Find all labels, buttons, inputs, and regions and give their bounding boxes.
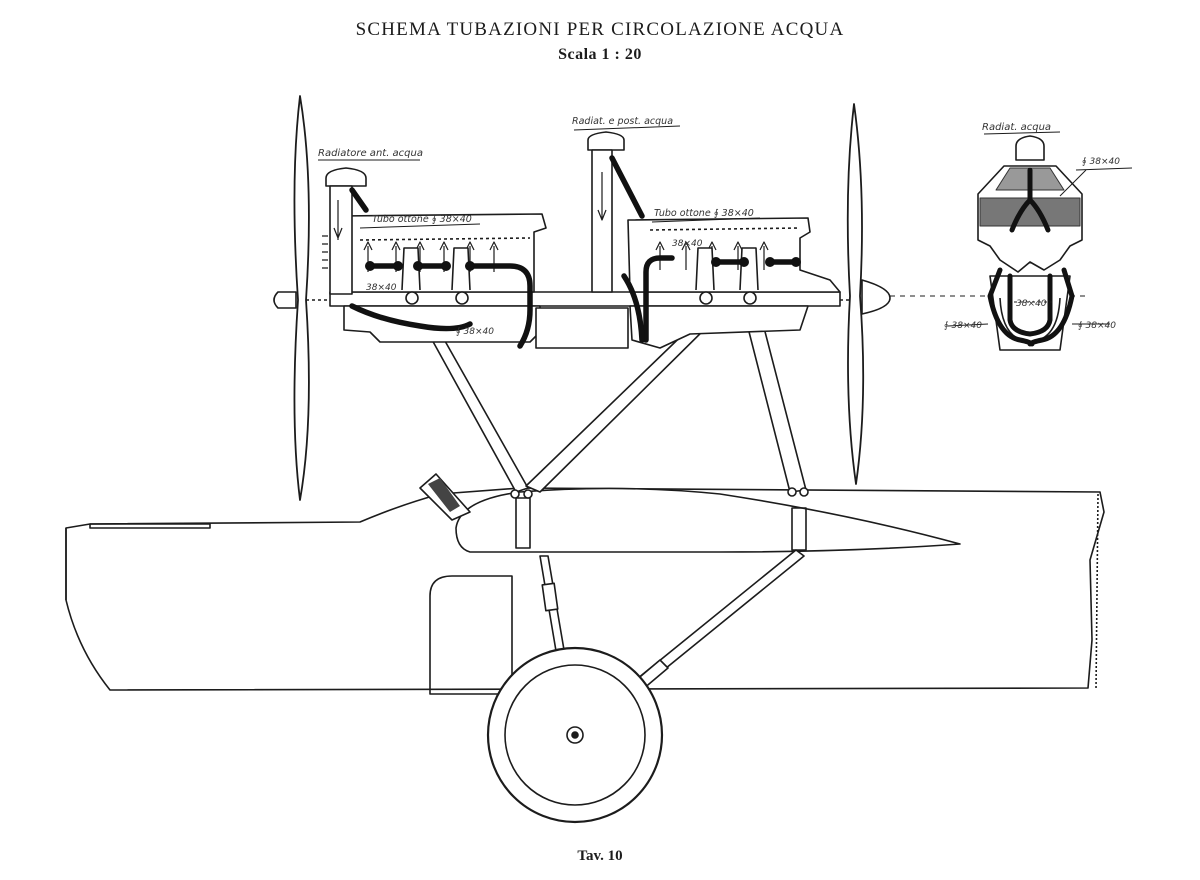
label-front-tube: Tubo ottone ∮ 38×40 [372, 214, 472, 225]
hull-hatch [429, 575, 513, 695]
water-pipes [349, 155, 799, 349]
label-section-dim-mid: 38×40 [1016, 299, 1047, 309]
plate-number: Tav. 10 [577, 848, 623, 864]
label-front-dim-bottom: ∮ 38×40 [456, 327, 494, 337]
label-rear-tube: Tubo ottone ∮ 38×40 [654, 208, 754, 219]
label-front-radiator: Radiatore ant. acqua [318, 148, 423, 159]
scale-label: Scala 1 : 20 [558, 46, 642, 63]
label-rear-dim-small: 38×40 [672, 239, 703, 249]
center-sump [535, 307, 629, 349]
label-section-dim-left: ∮ 38×40 [944, 321, 982, 331]
rear-radiator [587, 131, 625, 293]
front-engine [339, 213, 547, 343]
label-front-dim-small: 38×40 [366, 283, 397, 293]
wing [455, 487, 961, 553]
rear-propeller [846, 103, 891, 485]
radiator-cross-section [947, 135, 1110, 351]
front-radiator [322, 167, 367, 295]
engine-struts [419, 317, 809, 499]
landing-wheel [486, 646, 664, 824]
leader-lines [318, 125, 1133, 229]
label-section-dim-right: ∮ 38×40 [1078, 321, 1116, 331]
pipe-joints [365, 257, 801, 271]
front-propeller [273, 95, 310, 501]
label-rear-radiator: Radiat. e post. acqua [572, 116, 673, 127]
label-section-radiator: Radiat. acqua [982, 122, 1051, 133]
drawing-title: SCHEMA TUBAZIONI PER CIRCOLAZIONE ACQUA [355, 19, 845, 40]
rear-engine [627, 217, 841, 349]
windscreen [419, 473, 471, 521]
label-section-dim-top: ∮ 38×40 [1082, 157, 1120, 167]
